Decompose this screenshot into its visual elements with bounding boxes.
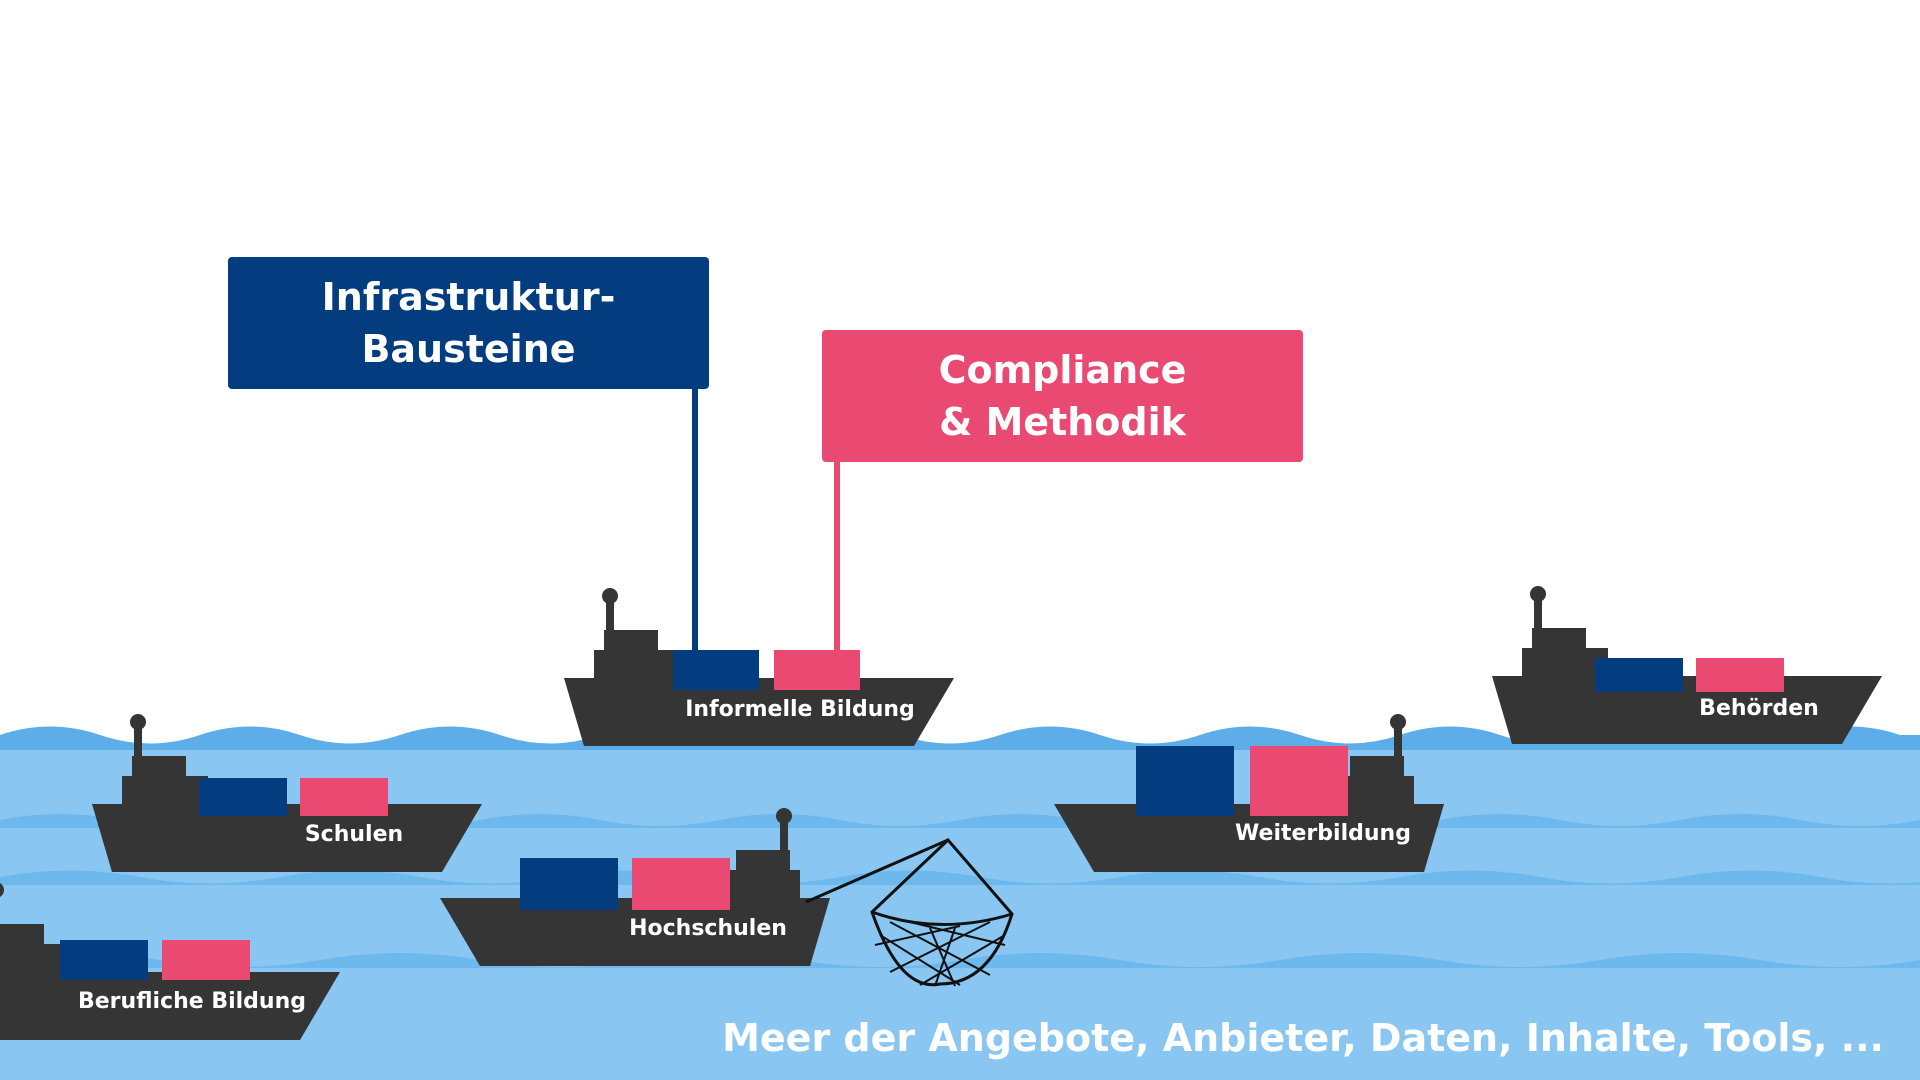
container-blue (520, 858, 618, 910)
infrastruktur-sign-line-1: Infrastruktur- (321, 275, 616, 319)
compliance-methodik-sign: Compliance & Methodik (822, 330, 1303, 462)
compliance-sign-line-1: Compliance (938, 348, 1187, 392)
ship-informelle-bildung (564, 588, 954, 746)
container-blue (1136, 746, 1234, 816)
fishing-net (805, 837, 1014, 987)
compliance-sign-line-2: & Methodik (939, 400, 1186, 444)
container-pink (1250, 746, 1348, 816)
container-pink (162, 940, 250, 980)
container-blue (673, 650, 759, 690)
container-pink (1696, 658, 1784, 692)
infrastruktur-sign-line-2: Bausteine (361, 327, 576, 371)
infrastruktur-bausteine-sign: Infrastruktur- Bausteine (228, 257, 709, 389)
container-blue (60, 940, 148, 980)
container-pink (300, 778, 388, 816)
wave-row-2 (0, 870, 1920, 885)
container-pink (774, 650, 860, 690)
infrastruktur-sign-post (692, 389, 698, 651)
ship-label-informelle-bildung: Informelle Bildung (685, 697, 915, 722)
ship-label-behoerden: Behörden (1699, 696, 1819, 721)
ship-schulen (92, 714, 482, 872)
sea-caption: Meer der Angebote, Anbieter, Daten, Inha… (722, 1016, 1884, 1060)
container-pink (632, 858, 730, 910)
ship-weiterbildung (1054, 714, 1444, 872)
ship-hochschulen (440, 808, 830, 966)
ship-behoerden (1492, 586, 1882, 744)
ship-label-berufliche-bildung: Berufliche Bildung (77, 989, 307, 1014)
wave-row-1 (0, 814, 1920, 828)
ship-label-weiterbildung: Weiterbildung (1235, 821, 1411, 846)
ship-label-schulen: Schulen (304, 822, 404, 847)
container-blue (199, 778, 287, 816)
ship-berufliche-bildung (0, 882, 340, 1040)
ship-label-hochschulen: Hochschulen (629, 916, 787, 941)
container-blue (1595, 658, 1683, 692)
wave-back (0, 726, 1920, 750)
compliance-sign-post (834, 462, 840, 651)
